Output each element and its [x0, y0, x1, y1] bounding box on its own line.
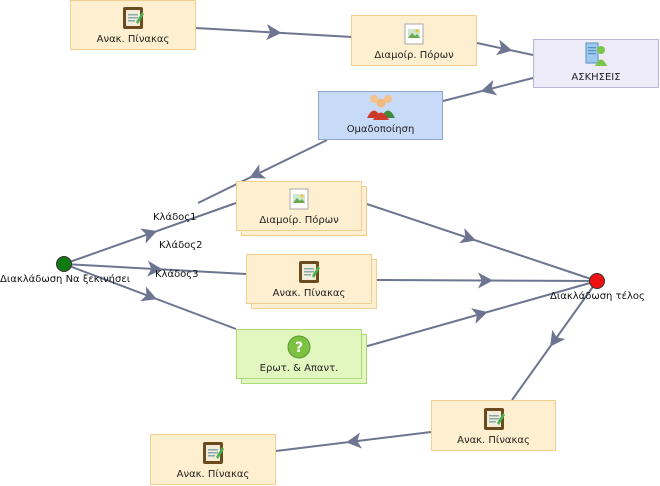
- node-label: Ανακ. Πίνακας: [457, 435, 530, 446]
- node-resource-sharing-1[interactable]: Διαμοίρ. Πόρων: [351, 15, 477, 66]
- notepad-icon: [483, 408, 505, 430]
- notepad-icon: [123, 7, 144, 29]
- edge-arrowhead-2: [496, 39, 513, 56]
- branch-label-2: Κλάδος2: [159, 240, 203, 251]
- edge-arrowhead-11: [550, 329, 566, 347]
- node-whiteboard-2[interactable]: Ανακ. Πίνακας: [246, 254, 372, 304]
- node-label: ΑΣΚΗΣΕΙΣ: [571, 72, 621, 83]
- branch-start-label: Διακλάδωση Να ξεκινήσει: [0, 274, 131, 285]
- edge-arrowhead-1: [266, 24, 282, 41]
- node-exercises[interactable]: ΑΣΚΗΣΕΙΣ: [533, 39, 659, 88]
- node-whiteboard-3[interactable]: Ανακ. Πίνακας: [431, 400, 556, 451]
- node-questions-answers[interactable]: ? Ερωτ. & Απαντ.: [236, 329, 362, 379]
- edge-line-8: [363, 202, 598, 282]
- edge-arrowhead-9: [478, 272, 493, 289]
- edge-arrowhead-12: [346, 432, 362, 449]
- branch-label-1: Κλάδος1: [153, 212, 197, 223]
- notepad-icon: [203, 442, 224, 464]
- branch-end-dot[interactable]: [589, 273, 605, 289]
- edge-arrowhead-5: [140, 228, 158, 244]
- exercise-icon: [585, 42, 607, 66]
- node-whiteboard-4[interactable]: Ανακ. Πίνακας: [150, 434, 276, 485]
- svg-text:?: ?: [295, 340, 303, 356]
- edge-arrowhead-10: [471, 308, 488, 324]
- edge-arrowhead-8: [459, 228, 476, 244]
- edge-arrowhead-6: [147, 260, 163, 277]
- question-icon: ?: [287, 335, 311, 359]
- picture-icon: [404, 23, 424, 45]
- branch-end-label: Διακλάδωση τέλος: [550, 291, 645, 302]
- edge-arrowhead-7: [140, 286, 157, 302]
- node-label: Ερωτ. & Απαντ.: [259, 363, 339, 374]
- edge-arrowhead-3: [480, 79, 498, 96]
- edge-line-4: [197, 139, 328, 204]
- node-grouping[interactable]: Ομαδοποίηση: [318, 91, 443, 140]
- node-resource-sharing-2[interactable]: Διαμοίρ. Πόρων: [236, 181, 362, 231]
- group-people-icon: [366, 95, 395, 120]
- node-label: Διαμοίρ. Πόρων: [374, 50, 454, 61]
- edge-arrowhead-4: [249, 164, 267, 179]
- node-label: Διαμοίρ. Πόρων: [259, 215, 339, 226]
- node-label: Ανακ. Πίνακας: [272, 288, 346, 299]
- notepad-icon: [299, 261, 320, 283]
- branch-label-3: Κλάδος3: [155, 269, 199, 280]
- node-whiteboard-1[interactable]: Ανακ. Πίνακας: [70, 0, 196, 50]
- node-label: Ανακ. Πίνακας: [176, 469, 250, 480]
- picture-icon: [289, 188, 309, 210]
- node-label: Ομαδοποίηση: [346, 124, 415, 135]
- node-label: Ανακ. Πίνακας: [96, 34, 170, 45]
- branch-start-dot[interactable]: [56, 256, 72, 272]
